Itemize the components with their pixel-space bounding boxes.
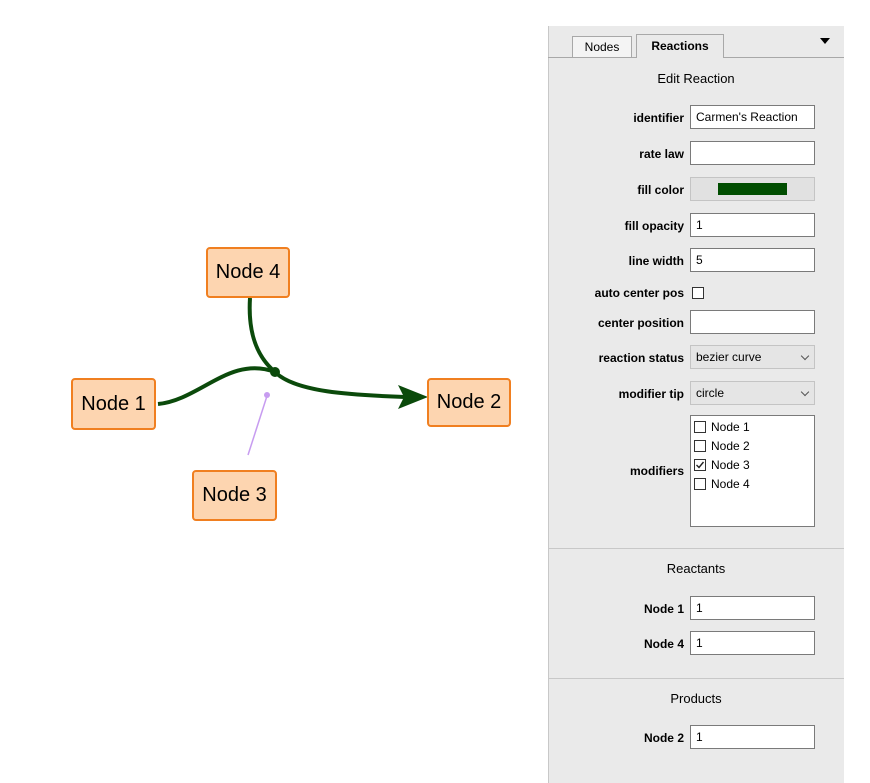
edit-reaction-title: Edit Reaction bbox=[657, 71, 735, 86]
modifier-checkbox-node2[interactable] bbox=[694, 440, 706, 452]
line-width-label: line width bbox=[628, 254, 684, 268]
fill-opacity-label: fill opacity bbox=[624, 219, 684, 233]
product-curve-node2[interactable] bbox=[273, 370, 406, 399]
rate-law-label: rate law bbox=[639, 147, 684, 161]
reactant-stoich-input-node1[interactable]: 1 bbox=[690, 596, 815, 620]
product-label-node2: Node 2 bbox=[643, 731, 684, 745]
reactant-label-node1: Node 1 bbox=[643, 602, 684, 616]
reactant-stoich-input-node4[interactable]: 1 bbox=[690, 631, 815, 655]
modifier-checkbox-node4[interactable] bbox=[694, 478, 706, 490]
modifier-item-label: Node 1 bbox=[711, 420, 750, 434]
reaction-status-select[interactable]: bezier curve bbox=[690, 345, 815, 369]
fill-color-label: fill color bbox=[637, 183, 684, 197]
products-title: Products bbox=[670, 691, 722, 706]
tab-nodes[interactable]: Nodes bbox=[572, 36, 632, 57]
reaction-status-value: bezier curve bbox=[696, 350, 762, 364]
fill-color-swatch bbox=[718, 183, 787, 195]
reactant-curve-node4[interactable] bbox=[247, 297, 277, 374]
reactant-curve-node1[interactable] bbox=[157, 366, 276, 406]
tab-reactions[interactable]: Reactions bbox=[636, 34, 724, 58]
modifiers-list[interactable] bbox=[690, 415, 815, 527]
modifier-item-label: Node 3 bbox=[711, 458, 750, 472]
rate-law-input[interactable] bbox=[690, 141, 815, 165]
modifier-item-label: Node 4 bbox=[711, 477, 750, 491]
product-stoich-input-node2[interactable]: 1 bbox=[690, 725, 815, 749]
node-4[interactable]: Node 4 bbox=[206, 247, 290, 298]
modifier-tip-select[interactable]: circle bbox=[690, 381, 815, 405]
node-4-label: Node 4 bbox=[215, 261, 281, 283]
modifier-checkbox-node3[interactable] bbox=[694, 459, 706, 471]
node-2-label: Node 2 bbox=[436, 391, 502, 413]
center-position-input[interactable] bbox=[690, 310, 815, 334]
modifier-tip-label: modifier tip bbox=[618, 387, 684, 401]
node-3[interactable]: Node 3 bbox=[192, 470, 277, 521]
checkmark-icon bbox=[696, 461, 705, 469]
node-1-label: Node 1 bbox=[81, 392, 146, 415]
reactant-label-node4: Node 4 bbox=[643, 637, 684, 651]
tab-menu-dropdown-icon[interactable] bbox=[820, 38, 830, 44]
line-width-input[interactable]: 5 bbox=[690, 248, 815, 272]
auto-center-pos-label: auto center pos bbox=[594, 286, 684, 300]
modifier-checkbox-node1[interactable] bbox=[694, 421, 706, 433]
modifier-item-label: Node 2 bbox=[711, 439, 750, 453]
identifier-input[interactable]: Carmen's Reaction bbox=[690, 105, 815, 129]
center-position-label: center position bbox=[597, 316, 684, 330]
fill-color-button[interactable] bbox=[690, 177, 815, 201]
reaction-graph bbox=[157, 297, 428, 456]
modifiers-label: modifiers bbox=[629, 464, 684, 478]
reaction-status-label: reaction status bbox=[598, 351, 684, 365]
node-3-label: Node 3 bbox=[202, 484, 267, 506]
auto-center-pos-checkbox[interactable] bbox=[692, 287, 704, 299]
modifier-line-node3[interactable] bbox=[247, 395, 268, 456]
chevron-down-icon bbox=[800, 351, 810, 361]
node-2[interactable]: Node 2 bbox=[427, 378, 511, 427]
tab-reactions-label: Reactions bbox=[651, 39, 709, 53]
products-divider bbox=[548, 678, 844, 679]
node-1[interactable]: Node 1 bbox=[71, 378, 156, 430]
reactants-divider bbox=[548, 548, 844, 549]
tab-nodes-label: Nodes bbox=[584, 40, 620, 54]
reaction-center-handle[interactable] bbox=[270, 367, 280, 377]
chevron-down-icon bbox=[800, 387, 810, 397]
network-canvas[interactable]: Node 1 Node 2 Node 3 Node 4 bbox=[0, 0, 548, 783]
fill-opacity-input[interactable]: 1 bbox=[690, 213, 815, 237]
product-arrowhead bbox=[398, 385, 428, 409]
identifier-label: identifier bbox=[633, 111, 684, 125]
modifier-tip-circle bbox=[264, 392, 270, 398]
modifier-tip-value: circle bbox=[696, 386, 725, 400]
reactants-title: Reactants bbox=[666, 561, 726, 576]
